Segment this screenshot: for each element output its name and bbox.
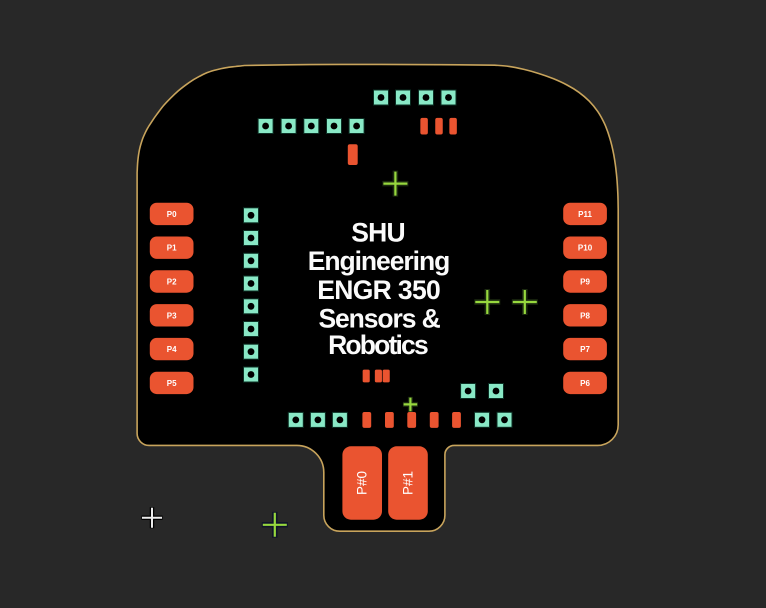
svg-text:ENGR 350: ENGR 350: [317, 275, 441, 305]
svg-text:P7: P7: [580, 345, 590, 354]
svg-text:P9: P9: [580, 278, 590, 287]
svg-text:P6: P6: [580, 379, 590, 388]
svg-text:P8: P8: [580, 311, 590, 320]
svg-text:Sensors &: Sensors &: [318, 303, 440, 333]
svg-text:P4: P4: [167, 345, 177, 354]
svg-text:Robotics: Robotics: [328, 330, 429, 360]
svg-text:P#1: P#1: [401, 471, 416, 495]
svg-text:P1: P1: [167, 244, 177, 253]
svg-text:P10: P10: [578, 244, 593, 253]
svg-text:P3: P3: [167, 311, 177, 320]
svg-text:P#0: P#0: [355, 471, 370, 495]
svg-text:P0: P0: [167, 210, 177, 219]
svg-text:P5: P5: [167, 379, 177, 388]
svg-text:SHU: SHU: [351, 218, 405, 248]
svg-text:P2: P2: [167, 278, 177, 287]
svg-text:Engineering: Engineering: [308, 246, 451, 276]
svg-text:P11: P11: [578, 210, 592, 219]
